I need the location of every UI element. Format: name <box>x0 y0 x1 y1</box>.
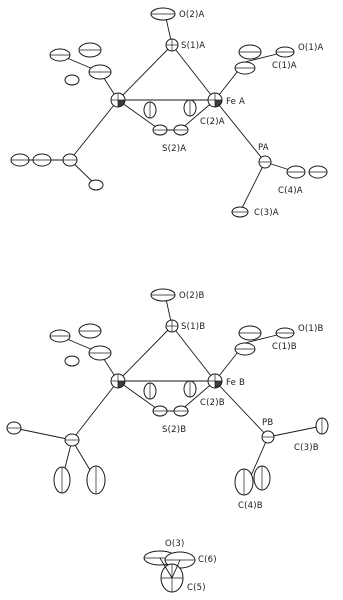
atom-c3b <box>315 417 329 435</box>
label-o1b: O(1)B <box>298 324 324 334</box>
label-fea: Fe A <box>226 97 245 107</box>
atom-carbonyls-right-a <box>234 44 295 75</box>
atom-carbonyls-left-b <box>49 323 112 367</box>
atom-fea <box>207 92 223 108</box>
label-s2a: S(2)A <box>162 144 186 154</box>
molecule-a-labels: O(2)A S(1)A O(1)A C(1)A Fe A C(2)A S(2)A… <box>162 10 324 218</box>
label-c2b: C(2)B <box>200 398 225 408</box>
label-c4b: C(4)B <box>238 501 263 511</box>
atom-c4a <box>286 165 328 179</box>
label-c6: C(6) <box>198 555 217 565</box>
label-c5: C(5) <box>187 583 206 593</box>
solvent-atoms <box>143 550 196 593</box>
atom-o2b <box>150 288 176 302</box>
solvent-bond-o3-c5 <box>159 557 173 579</box>
atom-pa-left-substituents <box>10 153 104 191</box>
label-pb: PB <box>262 418 273 428</box>
label-feb: Fe B <box>226 378 245 388</box>
atom-c4b <box>234 465 271 496</box>
molecule-b-bonds <box>13 298 323 481</box>
atom-o2a <box>150 7 176 21</box>
atom-c2a <box>183 99 197 117</box>
label-c1a: C(1)A <box>272 61 297 71</box>
molecule-a-atoms <box>10 7 328 218</box>
atom-s2a-pair <box>152 124 189 136</box>
atom-fe-left-a <box>110 92 126 108</box>
atom-pb-left-substituents <box>6 421 106 495</box>
label-o2b: O(2)B <box>179 291 205 301</box>
atom-s2b-pair <box>152 405 189 417</box>
label-s1a: S(1)A <box>181 41 205 51</box>
molecule-b-labels: O(2)B S(1)B O(1)B C(1)B Fe B C(2)B S(2)B… <box>162 291 324 511</box>
solvent-molecule: O(3) C(6) C(5) <box>143 539 217 593</box>
label-c4a: C(4)A <box>278 186 303 196</box>
label-s1b: S(1)B <box>181 322 205 332</box>
label-c1b: C(1)B <box>272 342 297 352</box>
atom-pb <box>261 430 275 444</box>
solvent-bond-c6-c5 <box>171 559 181 579</box>
atom-c2b <box>183 380 197 398</box>
atom-carbonyls-left-a <box>49 42 112 86</box>
atom-c3a <box>231 206 249 218</box>
molecule-b: O(2)B S(1)B O(1)B C(1)B Fe B C(2)B S(2)B… <box>6 288 329 511</box>
label-o2a: O(2)A <box>179 10 205 20</box>
label-pa: PA <box>258 143 269 153</box>
atom-fe-left-b <box>110 373 126 389</box>
solvent-labels: O(3) C(6) C(5) <box>165 539 217 593</box>
molecule-a: O(2)A S(1)A O(1)A C(1)A Fe A C(2)A S(2)A… <box>10 7 328 218</box>
label-o3: O(3) <box>165 539 185 549</box>
label-o1a: O(1)A <box>298 43 324 53</box>
atom-carbonyls-right-b <box>234 325 295 356</box>
atom-c-bridge-b <box>143 382 157 400</box>
label-c3b: C(3)B <box>294 443 319 453</box>
label-s2b: S(2)B <box>162 425 186 435</box>
label-c2a: C(2)A <box>200 117 225 127</box>
atom-c-bridge-a <box>143 101 157 119</box>
atom-s1b <box>165 319 179 333</box>
atom-feb <box>207 373 223 389</box>
atom-s1a <box>165 38 179 52</box>
label-c3a: C(3)A <box>254 208 279 218</box>
molecule-b-atoms <box>6 288 329 496</box>
atom-pa <box>258 155 272 169</box>
